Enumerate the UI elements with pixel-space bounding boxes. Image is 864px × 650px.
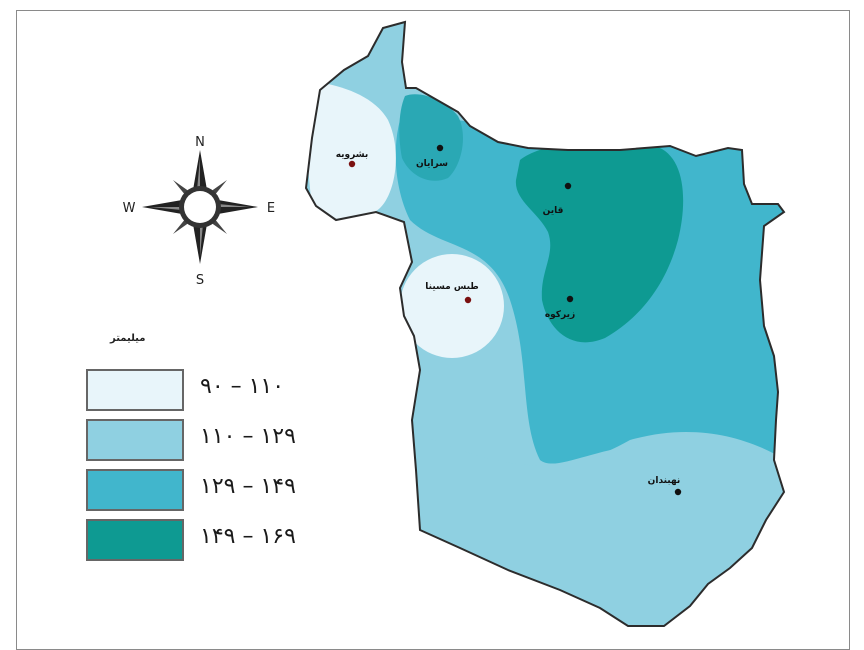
legend-item-129-149: ۱۲۹ – ۱۴۹	[86, 469, 416, 515]
legend-label: ۹۰ – ۱۱۰	[200, 374, 285, 399]
city-dot	[566, 295, 574, 303]
city-tabas: طبس مسینا	[425, 282, 479, 304]
city-boshruyeh: بشرویه	[336, 150, 369, 168]
city-label-qaen: قاین	[543, 206, 564, 216]
city-label-sarayan: سرایان	[416, 159, 448, 169]
zone-149-169-north	[399, 94, 463, 181]
legend-label: ۱۱۰ – ۱۲۹	[200, 424, 296, 449]
legend-swatch	[86, 469, 184, 511]
legend-item-149-169: ۱۴۹ – ۱۶۹	[86, 519, 416, 565]
city-label-tabas: طبس مسینا	[425, 282, 478, 292]
legend-item-90-110: ۹۰ – ۱۱۰	[86, 369, 416, 415]
city-dot	[348, 160, 356, 168]
city-label-nehbandan: نهبندان	[648, 476, 681, 486]
legend-unit-label: میلیمتر	[110, 333, 146, 344]
city-zirkuh: زیرکوه	[545, 295, 575, 320]
city-qaen: قاین	[543, 182, 572, 216]
compass-rose: N S W E	[123, 135, 276, 288]
zone-90-110-west	[306, 80, 396, 220]
city-nehbandan: نهبندان	[648, 476, 682, 496]
legend-swatch	[86, 369, 184, 411]
compass-north-label: N	[195, 135, 205, 150]
city-dot	[564, 182, 572, 190]
zone-149-169	[515, 141, 684, 343]
legend-item-110-129: ۱۱۰ – ۱۲۹	[86, 419, 416, 465]
compass-west-label: W	[123, 201, 136, 216]
legend-swatch	[86, 519, 184, 561]
zone-90-110-center	[400, 254, 504, 358]
zone-110-129-south	[400, 430, 784, 626]
city-label-boshruyeh: بشرویه	[336, 150, 369, 160]
city-sarayan: سرایان	[416, 144, 448, 169]
city-dot	[674, 488, 682, 496]
province-border	[304, 20, 786, 627]
city-label-zirkuh: زیرکوه	[545, 310, 575, 320]
legend-swatch	[86, 419, 184, 461]
city-dot	[436, 144, 444, 152]
legend-label: ۱۴۹ – ۱۶۹	[200, 524, 296, 549]
compass-south-label: S	[196, 273, 204, 288]
city-dot	[464, 296, 472, 304]
legend-label: ۱۲۹ – ۱۴۹	[200, 474, 296, 499]
compass-east-label: E	[267, 201, 275, 216]
